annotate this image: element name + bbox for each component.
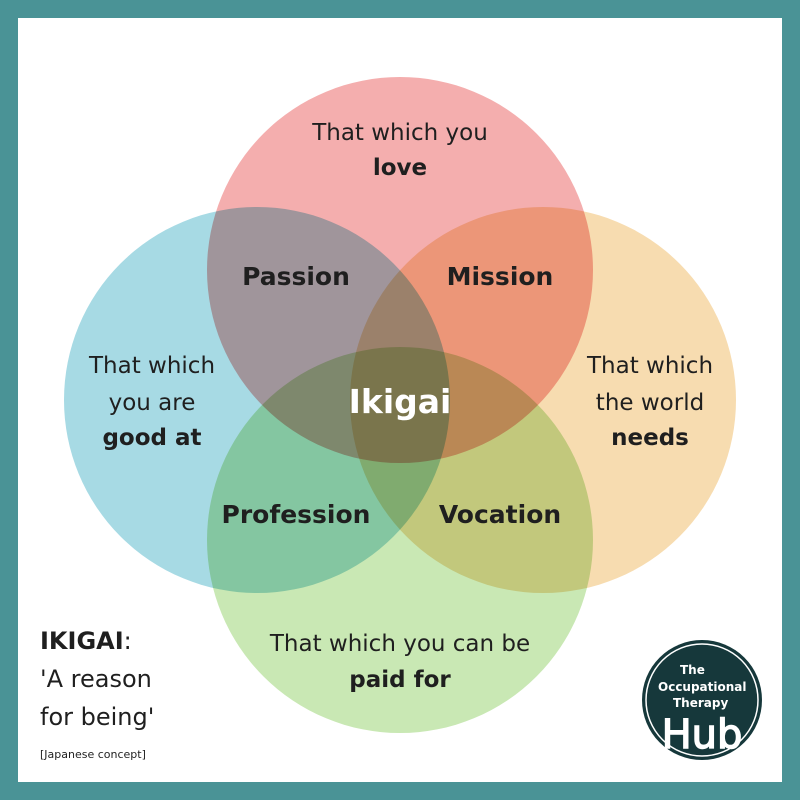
caption-definition-line-1: 'A reason [40, 665, 152, 693]
good-at-label-line-1: That which [88, 353, 215, 379]
love-label-line-1: That which you [311, 120, 488, 146]
world-needs-label-line-1: That which [586, 353, 713, 379]
logo-ring [645, 643, 759, 757]
paid-for-label-line-2: paid for [349, 667, 451, 693]
caption-definition: 'A reason for being' [40, 660, 154, 736]
logo-badge [642, 640, 762, 760]
occupational-therapy-hub-logo: The Occupational Therapy Hub [642, 640, 762, 760]
passion-label: Passion [242, 262, 350, 291]
logo-line-1: The [680, 663, 705, 677]
logo-word: Hub [662, 712, 743, 758]
ikigai-caption: IKIGAI: 'A reason for being' [Japanese c… [40, 624, 154, 761]
logo-line-2: Occupational [658, 680, 747, 694]
world-needs-label-line-3: needs [611, 425, 689, 451]
paid-for-circle [207, 347, 593, 733]
caption-title-word: IKIGAI [40, 627, 124, 655]
caption-definition-line-2: for being' [40, 703, 155, 731]
caption-note: [Japanese concept] [40, 748, 146, 761]
good-at-label-line-2: you are [109, 390, 196, 416]
vocation-label: Vocation [439, 500, 561, 529]
paid-for-label-line-1: That which you can be [269, 631, 530, 657]
profession-label: Profession [222, 500, 371, 529]
love-label-line-2: love [373, 155, 427, 181]
caption-title-colon: : [123, 627, 132, 655]
caption-title: IKIGAI: [40, 624, 154, 658]
ikigai-center-label: Ikigai [349, 382, 452, 421]
world-needs-label-line-2: the world [596, 390, 704, 416]
good-at-label-line-3: good at [102, 425, 201, 451]
logo-line-3: Therapy [673, 696, 728, 710]
mission-label: Mission [447, 262, 554, 291]
